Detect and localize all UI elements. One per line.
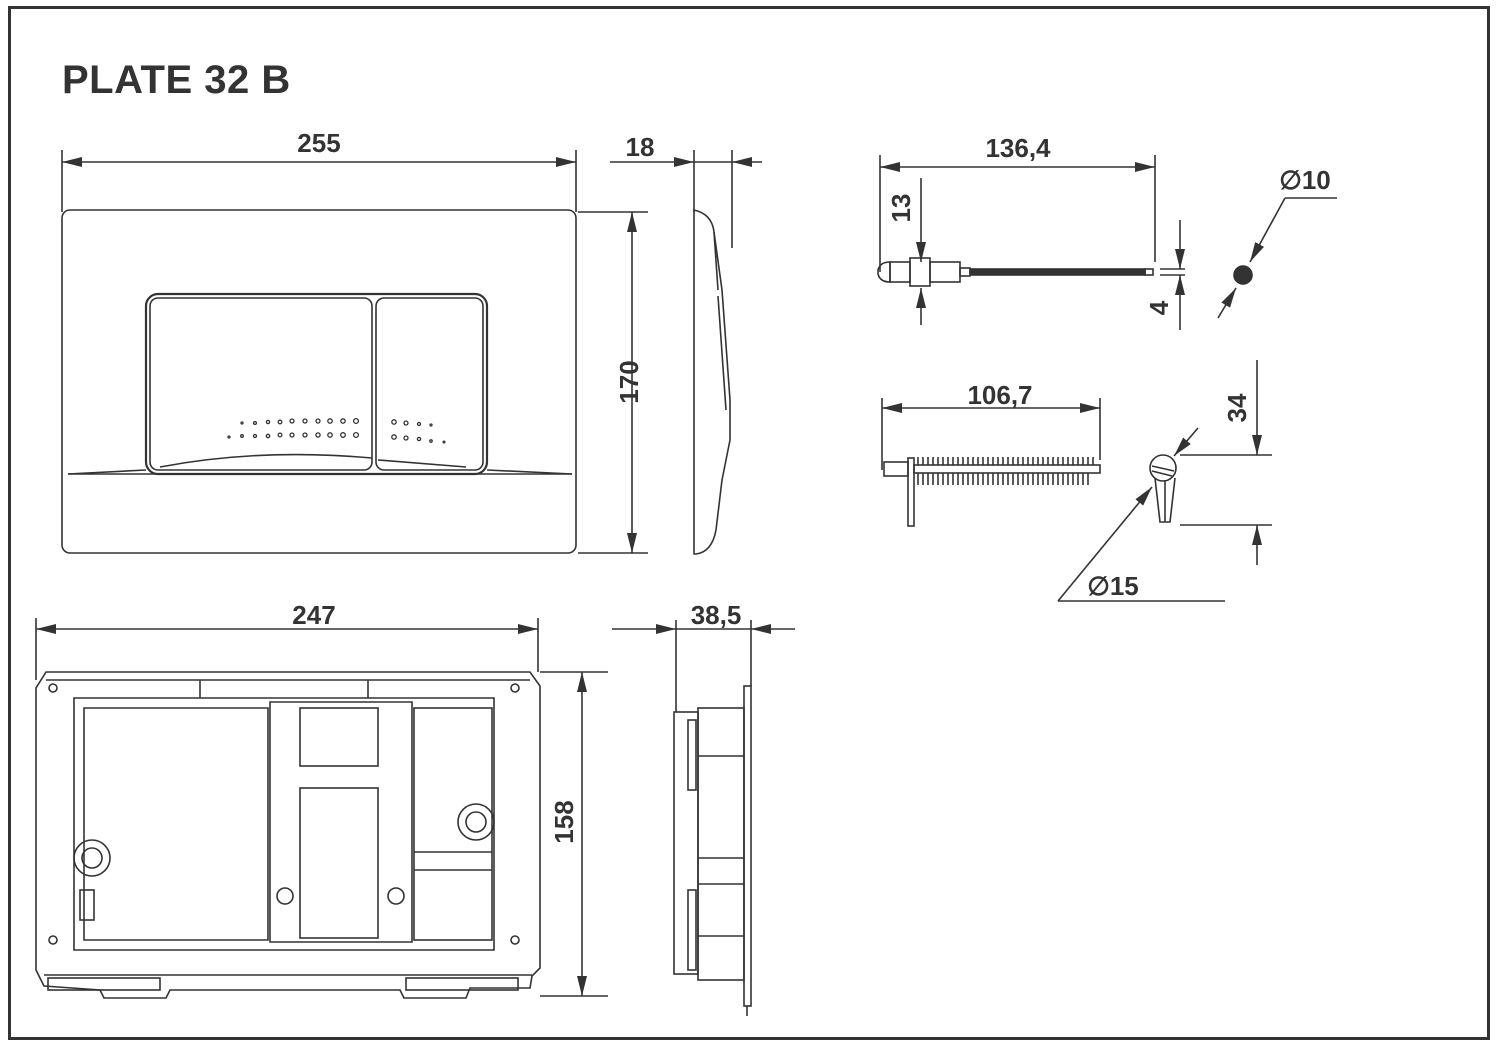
drawing-border [8,6,1490,1040]
frame-side-view [612,620,795,1016]
rod-long-thread-label: 4 [1144,300,1174,315]
rod-long-offset-label: 13 [886,194,916,223]
frame-depth-label: 38,5 [691,600,742,630]
plate-side-view [610,150,762,555]
rod-short-diameter-label: ∅15 [1087,571,1139,601]
plate-width-label: 255 [297,128,340,158]
rod-long-length-label: 136,4 [985,133,1051,163]
plate-height-label: 170 [614,360,644,403]
flush-button-dots [227,417,446,444]
plate-depth-label: 18 [626,132,655,162]
rod-short-height-label: 34 [1222,393,1252,422]
long-rod-view [877,155,1337,330]
frame-front-view [35,618,608,999]
frame-width-label: 247 [292,600,335,630]
drawing-title: PLATE 32 B [62,58,291,102]
plate-front-view [61,150,648,554]
short-rod-view [881,360,1272,602]
rod-short-length-label: 106,7 [967,380,1032,410]
rod-long-diameter-label: ∅10 [1279,165,1331,195]
frame-height-label: 158 [549,800,579,843]
